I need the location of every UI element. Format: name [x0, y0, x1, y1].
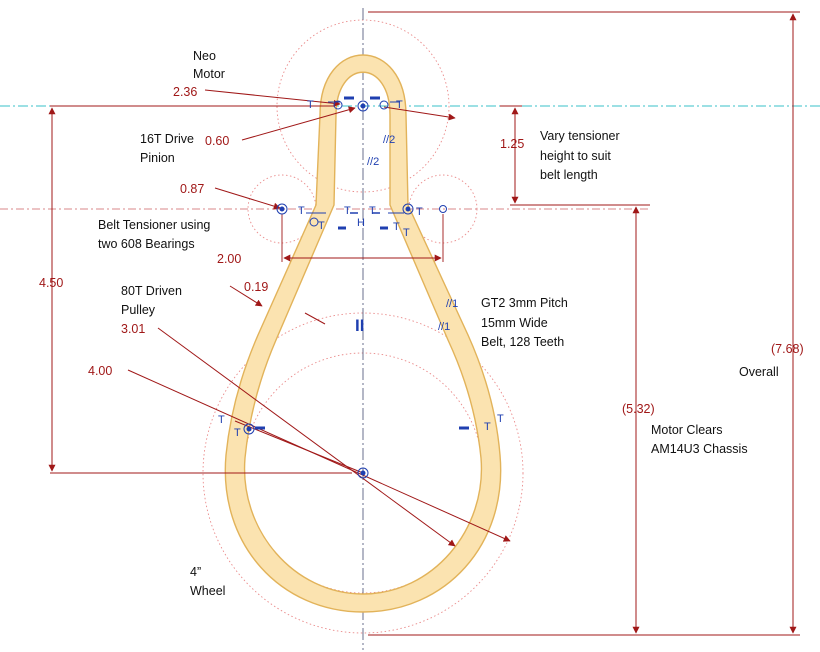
tangent-mark-9: T — [403, 227, 410, 239]
note-belt-spec-1: GT2 3mm Pitch — [481, 296, 568, 310]
pinion-tangent-point-right — [379, 100, 389, 110]
tangent-mark-6: T — [369, 205, 376, 217]
sketch-constraints — [243, 96, 469, 479]
vertical-mark: II — [355, 316, 364, 335]
note-belt-tensioner-1: Belt Tensioner using — [98, 218, 210, 232]
dim-clearance-height: (5.32) — [622, 402, 655, 416]
note-driven-pulley-1: 80T Driven — [121, 284, 182, 298]
tangent-mark-2: T — [396, 99, 403, 111]
dim-wheel-dia: 4.00 — [88, 364, 112, 378]
belt-thickness-leader — [229, 285, 263, 307]
note-vary-tensioner-2: height to suit — [540, 149, 611, 163]
note-drive-pinion-1: 16T Drive — [140, 132, 194, 146]
parallel-mark-c: //1 — [446, 298, 458, 310]
right-tensioner-point — [402, 203, 414, 215]
note-motor-clears-1: Motor Clears — [651, 423, 723, 437]
wheel-left-tangent-point — [243, 423, 255, 435]
extension-lines — [50, 11, 800, 636]
dim-center-distance: 4.50 — [39, 276, 63, 290]
tangent-mark-12: T — [484, 421, 491, 433]
wheel-center-point — [357, 467, 369, 479]
tangent-mark-7: T — [393, 221, 400, 233]
belt-shape — [224, 54, 502, 613]
parallel-mark-a: //2 — [383, 134, 395, 146]
note-wheel-1: 4” — [190, 565, 201, 579]
left-tensioner-point — [276, 203, 288, 215]
wheel-leader-b — [234, 420, 364, 474]
note-driven-pulley-2: Pulley — [121, 303, 156, 317]
parallel-mark-d: //1 — [438, 321, 450, 333]
note-belt-tensioner-2: two 608 Bearings — [98, 237, 195, 251]
note-belt-spec-3: Belt, 128 Teeth — [481, 335, 564, 349]
tangent-mark-13: T — [497, 413, 504, 425]
note-neo-motor-1: Neo — [193, 49, 216, 63]
note-overall: Overall — [739, 365, 779, 379]
note-belt-spec-2: 15mm Wide — [481, 316, 548, 330]
belt-thickness-leader-b — [304, 312, 326, 325]
tangent-mark-8: T — [416, 206, 423, 218]
tangent-mark-1: T — [307, 99, 314, 111]
pinion-leader — [241, 106, 356, 141]
tangent-mark-4: T — [318, 220, 325, 232]
dimension-lines — [48, 13, 797, 634]
pinion-tangent-point-left — [333, 100, 343, 110]
tangent-mark-5: T — [344, 205, 351, 217]
wheel-construction-circle — [202, 312, 524, 634]
note-vary-tensioner-1: Vary tensioner — [540, 129, 620, 143]
dim-motor-pulley-dia: 2.36 — [173, 85, 197, 99]
tangent-mark-11: T — [234, 427, 241, 439]
dim-tensioner-height: 1.25 — [500, 137, 524, 151]
motor-dia-leader — [204, 89, 341, 107]
left-tangent-point — [309, 217, 319, 227]
constraint-glyphs: T T T T T T T T T T T T T H //2 //2 //1 … — [218, 99, 504, 439]
far-right-tensioner-point — [439, 205, 447, 213]
motor-center-point — [357, 100, 369, 112]
dim-belt-thickness: 0.19 — [244, 280, 268, 294]
driven-pulley-leader — [157, 327, 456, 547]
dim-tensioner-dia: 0.87 — [180, 182, 204, 196]
annotations: Neo Motor 16T Drive Pinion Belt Tensione… — [98, 49, 779, 598]
tangent-mark-3: T — [298, 205, 305, 217]
note-vary-tensioner-3: belt length — [540, 168, 598, 182]
tensioner-leader — [214, 187, 281, 210]
note-wheel-2: Wheel — [190, 584, 225, 598]
dim-driven-pulley-dia: 3.01 — [121, 322, 145, 336]
note-motor-clears-2: AM14U3 Chassis — [651, 442, 748, 456]
dim-tensioner-spacing: 2.00 — [217, 252, 241, 266]
tangent-mark-10: T — [218, 414, 225, 426]
dim-overall-height: (7.68) — [771, 342, 804, 356]
parallel-mark-b: //2 — [367, 156, 379, 168]
dim-pinion-dia: 0.60 — [205, 134, 229, 148]
motor-dia-leader-b — [383, 106, 456, 121]
note-neo-motor-2: Motor — [193, 67, 225, 81]
horizontal-mark: H — [357, 217, 365, 229]
note-drive-pinion-2: Pinion — [140, 151, 175, 165]
dimension-values: 2.36 0.60 0.87 2.00 0.19 3.01 4.00 4.50 … — [39, 85, 804, 416]
